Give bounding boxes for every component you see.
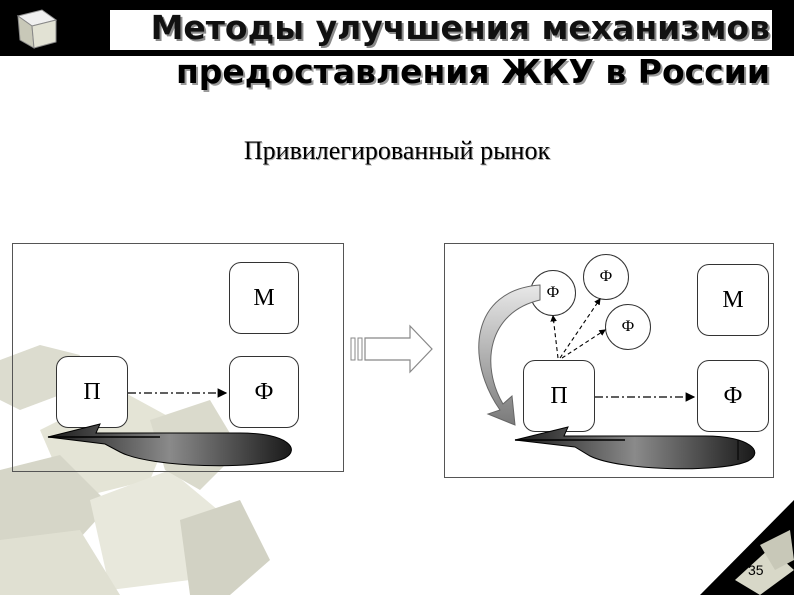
right-grey-curved-arrow (479, 285, 540, 425)
page-number: 35 (748, 562, 764, 578)
right-return-swoosh (515, 427, 755, 469)
left-return-swoosh (48, 424, 291, 466)
right-arrow-p-to-circle-3 (562, 330, 605, 358)
transition-arrow (351, 326, 432, 372)
right-arrow-p-to-circle-1 (553, 316, 558, 358)
right-arrow-p-to-circle-2 (560, 299, 600, 358)
